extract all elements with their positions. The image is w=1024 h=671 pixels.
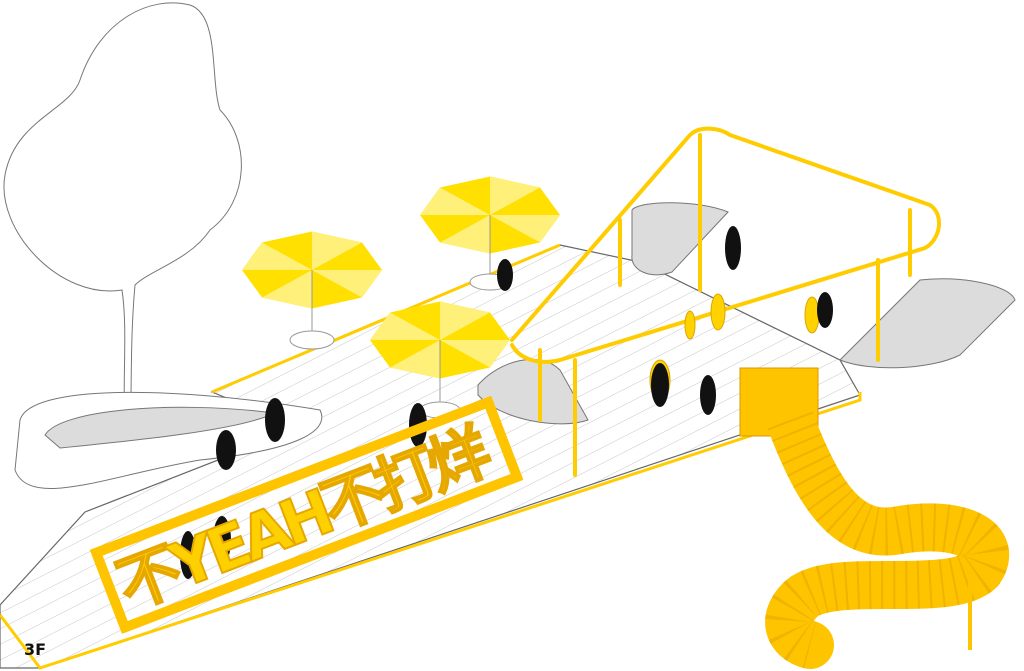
sign-frame bbox=[89, 395, 524, 634]
umbrella bbox=[370, 301, 510, 379]
table bbox=[289, 330, 335, 350]
people-silhouettes bbox=[180, 226, 833, 579]
planters-right bbox=[477, 202, 1016, 425]
yellow-railing bbox=[510, 126, 941, 477]
planter-left bbox=[14, 391, 323, 490]
tree-outline bbox=[3, 2, 242, 441]
tube-slide bbox=[739, 367, 1009, 669]
floor-label: 3F bbox=[24, 640, 46, 659]
